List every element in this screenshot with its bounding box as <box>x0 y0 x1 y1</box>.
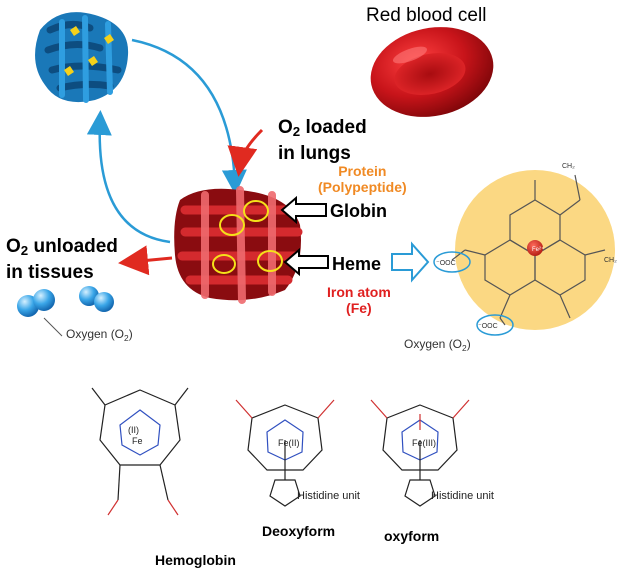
deoxyform-structure <box>235 399 335 507</box>
oxyhemoglobin-blue-icon <box>35 12 129 103</box>
oxygen-label-left: Oxygen (O2) <box>66 327 133 343</box>
deoxyhemoglobin-red-icon <box>174 186 303 304</box>
oxy-fe-label: Fe(III) <box>412 438 436 448</box>
heme-structure-detail: Fe²⁺ ⁻OOC ⁻OOC CH₂ CH₂ <box>433 163 617 336</box>
red-blood-cell-label: Red blood cell <box>366 5 487 26</box>
red-arrow-loaded <box>227 128 264 177</box>
heme-fe-label: Fe²⁺ <box>532 246 544 253</box>
coo-left-label: ⁻OOC <box>436 260 456 267</box>
histidine-label-deoxy: Histidine unit <box>297 490 360 502</box>
red-arrow-unloaded <box>118 245 173 276</box>
o2-unloaded-label: O2 unloaded in tissues <box>6 236 118 283</box>
heme-pointer-arrow <box>283 247 329 277</box>
ch2-top-label: CH₂ <box>562 163 575 170</box>
deoxy-fe-label: Fe(II) <box>278 438 300 448</box>
deoxyform-caption: Deoxyform <box>262 523 336 539</box>
histidine-label-oxy: Histidine unit <box>431 490 494 502</box>
coo-bottom-label: ⁻OOC <box>478 323 498 330</box>
red-blood-cell-icon <box>370 27 494 117</box>
heme-label: Heme <box>332 254 382 274</box>
hemoglobin-caption: Hemoglobin <box>155 552 236 568</box>
hb-fe-label: Fe <box>132 436 143 446</box>
protein-label: Protein(Polypeptide) <box>318 163 407 195</box>
oxyform-structure <box>370 399 470 507</box>
o2-loaded-label: O2 loaded in lungs <box>278 117 367 164</box>
heme-detail-arrow <box>391 241 430 283</box>
hb-fe-state: (II) <box>128 425 139 435</box>
blue-arrow-to-top <box>86 110 171 244</box>
hemoglobin-structure <box>91 387 189 516</box>
iron-atom-label: Iron atom(Fe) <box>327 284 391 316</box>
globin-pointer-arrow <box>280 195 327 225</box>
oxyform-caption: oxyform <box>384 528 440 544</box>
oxygen-molecules-icon <box>17 286 114 337</box>
oxygen-label-right: Oxygen (O2) <box>404 337 471 353</box>
ch2-right-label: CH₂ <box>604 257 617 264</box>
globin-label: Globin <box>330 201 387 221</box>
blue-arrow-to-heme <box>131 38 247 195</box>
